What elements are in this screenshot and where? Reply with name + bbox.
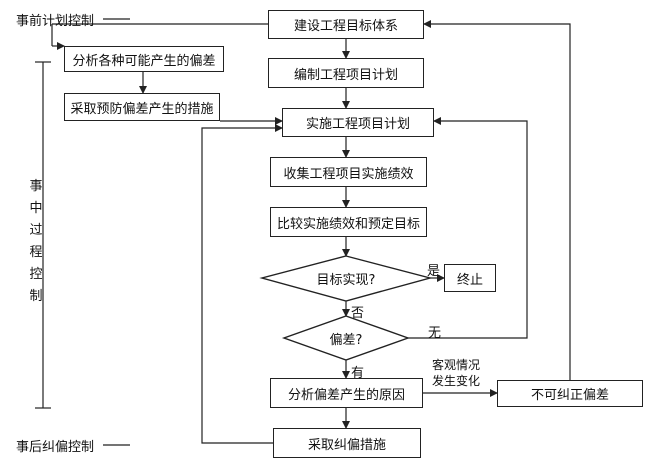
edge-none-loop	[408, 117, 528, 339]
decision-deviation	[281, 315, 411, 361]
node-uncorrectable: 不可纠正偏差	[497, 380, 643, 407]
edge-label-objective-change: 客观情况 发生变化	[432, 357, 480, 389]
node-preventive-measures: 采取预防偏差产生的措施	[64, 93, 220, 121]
edge-label-no: 否	[351, 306, 365, 321]
node-implement-plan: 实施工程项目计划	[282, 108, 434, 137]
edge-label-has: 有	[351, 366, 365, 381]
decision-deviation-label: 偏差?	[329, 332, 363, 348]
during-control-label: 事中过程控制	[29, 179, 43, 304]
edge-corrective-loop	[201, 124, 283, 444]
node-corrective-measures: 采取纠偏措施	[273, 428, 421, 458]
node-analyze-deviations: 分析各种可能产生的偏差	[64, 46, 224, 72]
node-compare-performance: 比较实施绩效和预定目标	[270, 207, 427, 237]
edge-label-none: 无	[428, 326, 442, 341]
node-compile-plan: 编制工程项目计划	[268, 58, 424, 88]
node-analyze-causes: 分析偏差产生的原因	[270, 378, 423, 408]
node-establish-target-system: 建设工程目标体系	[268, 10, 424, 39]
objective-change-line2: 发生变化	[432, 374, 481, 388]
edge-uncorrectable-loop	[423, 20, 571, 380]
node-terminate: 终止	[444, 264, 496, 292]
edge-label-yes: 是	[427, 264, 441, 279]
post-control-label: 事后纠偏控制	[16, 440, 95, 455]
decision-target-achieved-label: 目标实现?	[316, 272, 376, 288]
decision-target-achieved	[259, 255, 433, 302]
node-collect-performance: 收集工程项目实施绩效	[270, 157, 427, 187]
pre-control-label: 事前计划控制	[16, 14, 95, 29]
objective-change-line1: 客观情况	[432, 358, 481, 372]
